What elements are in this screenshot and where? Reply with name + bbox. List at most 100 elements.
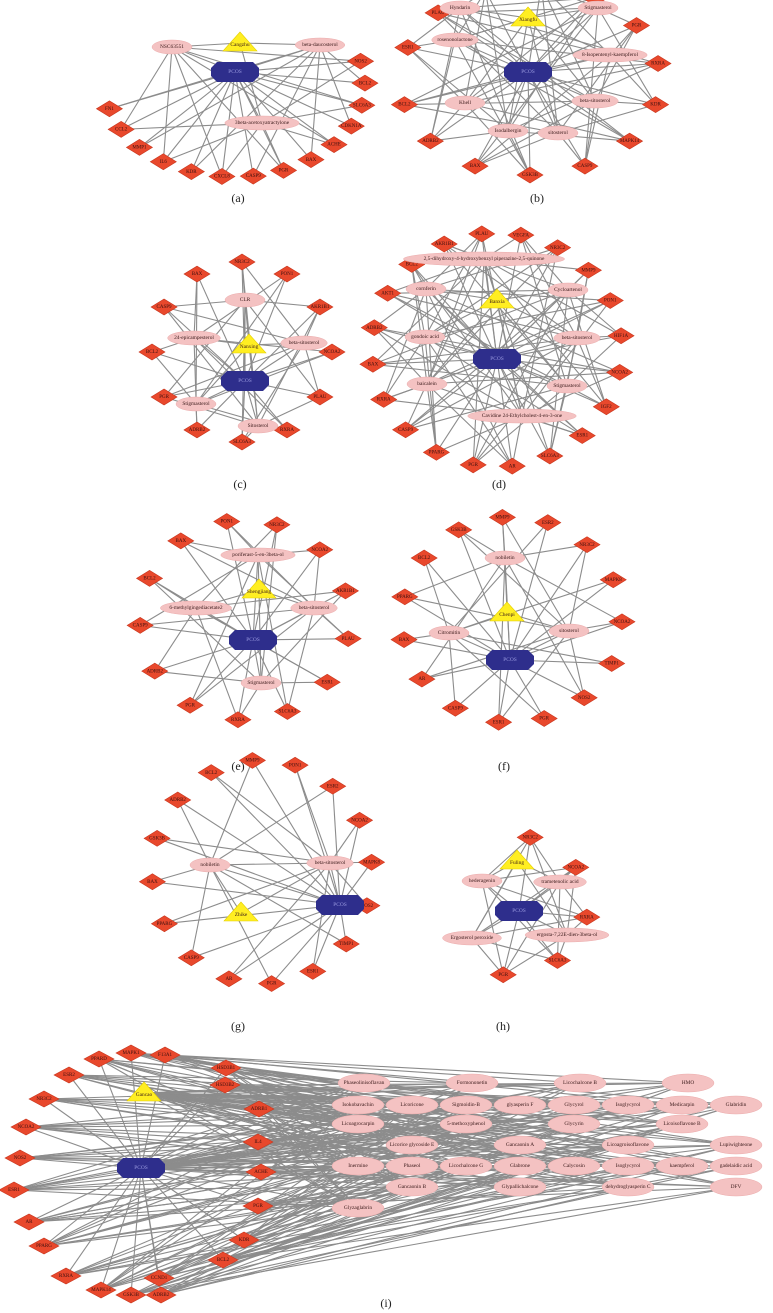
target-label: NOS2 [14,1156,27,1161]
compound-node-sitosterol: sitosterol [537,125,579,141]
edge [160,1165,683,1296]
target-node-adrb2: ADRB2 [164,791,192,809]
target-label: VEGFA [513,233,530,238]
target-label: NR3C2 [523,836,539,841]
target-label: BCL2 [359,81,372,86]
edge [180,540,254,641]
target-label: PPARG [587,0,603,1]
edge [228,904,341,980]
target-label: IL6 [160,160,168,165]
edge [163,306,305,344]
edge [459,0,573,9]
edge [509,544,588,661]
target-label: CCL2 [115,128,128,133]
disease-hub-label: PCOS [228,69,242,75]
compound-label: Citromitin [438,630,461,636]
target-label: NR3C2 [579,543,595,548]
edge [496,358,551,457]
target-label: KDR [650,103,661,108]
herb-hub-label: Cangzhu [230,42,249,48]
edge [139,71,236,148]
compound-node-glycyrin: Glycyrin [547,1114,601,1134]
target-label: SLC6A3 [353,103,371,108]
edge [481,880,504,975]
edge [405,337,578,431]
target-label: PON1 [281,272,294,277]
compound-label: 3beta-acetoxyatractylone [235,120,290,126]
compound-node-formononetin: Formononetin [445,1073,499,1093]
target-label: NCOA2 [18,1125,35,1130]
target-label: ACHE [254,1170,268,1175]
edge [489,0,529,73]
edge [474,7,599,167]
edge [458,529,511,661]
target-label: MAPK8 [605,578,622,583]
compound-label: nobiletin [495,555,514,561]
target-node-esr1: ESR1 [568,427,596,444]
target-node-kdr: KDR [228,1231,260,1249]
edge [372,289,569,365]
target-label: PPARG [397,595,413,600]
target-label: NR3C2 [269,523,285,528]
edge [164,1054,683,1106]
target-label: ESR1 [402,46,414,51]
compound-node-khell: Khell [444,95,486,111]
edge [502,881,561,976]
target-node-mmp9: MMP9 [238,752,266,769]
compound-label: Licoisoflavone B [663,1120,701,1127]
edge [209,785,334,866]
compound-node-hederagenin: hederagenin [461,873,503,889]
target-label: GSK3B [522,173,539,178]
target-label: RXRA [59,1274,73,1279]
edge [584,7,599,167]
target-node-ache: ACHE [320,136,348,153]
herb-hub-node: Chenpi [489,601,525,622]
target-label: RXRA [280,428,294,433]
edge [251,760,341,906]
edge [252,639,288,712]
target-node-igf2: IGF2 [592,398,620,416]
compound-label: Isokobavachin [342,1102,374,1108]
disease-hub-node: PCOS [473,349,521,369]
edge [411,264,498,360]
target-node-rxra: RXRA [573,908,601,926]
edge [162,46,173,162]
edge [448,632,456,709]
target-node-hsd3b2: HSD3B2 [209,1076,241,1094]
compound-node-gondoic-acid: gondoic acid [404,329,446,345]
compound-label: rosenonolactone [437,37,473,43]
target-node-esr1: ESR1 [299,962,327,980]
disease-hub-label: PCOS [134,1165,148,1171]
edge [472,337,578,466]
compound-label: NSC63551 [160,44,184,50]
edge [458,529,570,632]
panel-caption: (g) [231,1019,245,1033]
edge [294,765,341,906]
edge [329,819,361,864]
edge [100,1123,359,1291]
compound-label: Ergosterol peroxide [451,935,494,941]
target-label: NR3C2 [550,246,566,251]
target-node-bax: BAX [167,532,195,550]
disease-hub-node: PCOS [486,650,534,670]
edge [404,54,611,106]
target-label: RXRA [580,915,594,920]
compound-node-licoisoflavone-b: Licoisoflavone B [655,1114,709,1134]
edge [507,130,531,176]
compound-label: baicalein [417,381,437,387]
edge [509,579,614,661]
target-label: PLAU [475,232,488,237]
target-label: ADRB1 [251,1107,268,1112]
compound-node-stigmasterol: Stigmasterol [546,378,588,394]
edge [443,243,569,291]
compound-node-sigmoidin-b: Sigmoidin-B [439,1095,493,1115]
target-node-ncoa2: NCOA2 [306,541,334,559]
target-label: PGR [185,703,195,708]
target-node-slc6a3: SLC6A3 [543,952,572,969]
target-node-rxra: RXRA [273,421,301,439]
edge [43,1123,359,1247]
edge [557,25,637,134]
target-label: AR [225,977,233,982]
target-node-casp9: CASP9 [239,167,267,185]
target-node-cxcl8: CXCL8 [208,168,236,185]
